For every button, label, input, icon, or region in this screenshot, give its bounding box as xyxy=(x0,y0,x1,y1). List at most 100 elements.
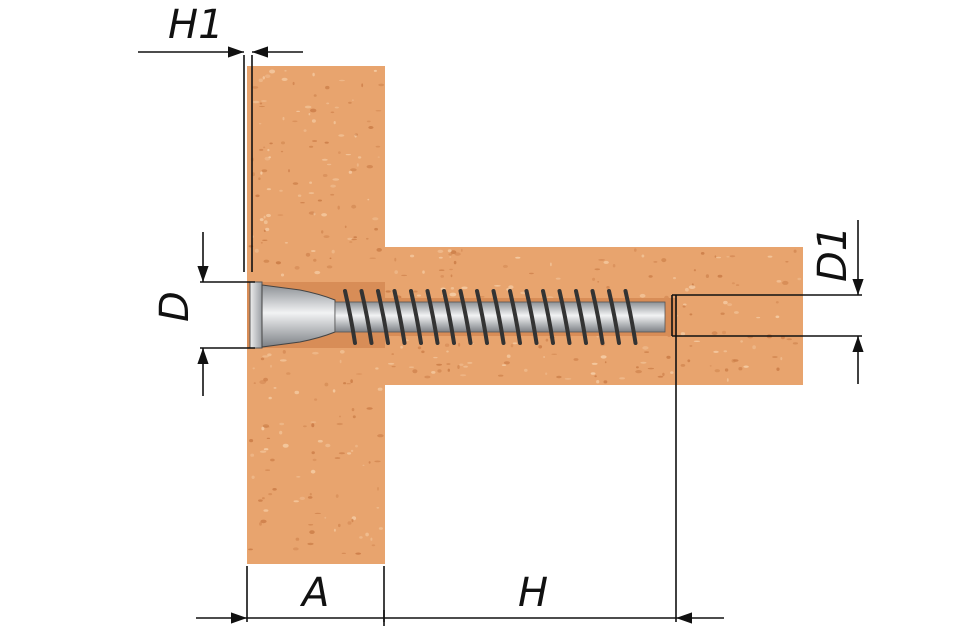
board-speck xyxy=(317,439,323,443)
thread-turn xyxy=(557,289,572,345)
board-speck xyxy=(272,488,277,491)
board-speck xyxy=(303,129,307,132)
board-speck xyxy=(258,499,263,502)
board-speck xyxy=(767,255,773,258)
board-speck xyxy=(297,194,302,197)
board-speck xyxy=(644,351,650,353)
dimension-d1: D1 xyxy=(672,220,864,384)
board-speck xyxy=(506,354,511,358)
board-speck xyxy=(292,120,298,123)
board-speck xyxy=(600,355,607,359)
board-speck xyxy=(458,342,461,347)
board-speck xyxy=(446,350,449,353)
board-speck xyxy=(351,518,354,523)
board-speck xyxy=(543,356,546,358)
board-speck xyxy=(324,382,329,387)
board-speck xyxy=(401,274,408,277)
board-speck xyxy=(378,83,385,87)
thread-turn xyxy=(491,289,506,345)
board-speck xyxy=(361,83,364,88)
board-speck xyxy=(288,169,290,173)
board-speck xyxy=(269,69,276,74)
board-speck xyxy=(603,380,608,384)
board-speck xyxy=(723,350,728,353)
board-speck xyxy=(693,340,701,342)
thread-turn xyxy=(524,289,539,345)
board-speck xyxy=(357,156,362,159)
board-speck xyxy=(350,379,353,384)
board-speck xyxy=(448,253,453,256)
label-h1: H1 xyxy=(168,2,224,48)
board-speck xyxy=(775,301,779,304)
board-speck xyxy=(338,523,341,528)
board-speck xyxy=(326,102,330,105)
board-speck xyxy=(261,426,265,431)
board-speck xyxy=(296,110,300,112)
board-speck xyxy=(333,121,336,125)
board-speck xyxy=(307,542,314,546)
board-speck xyxy=(797,277,802,281)
board-speck xyxy=(337,205,340,210)
board-speck xyxy=(282,116,285,121)
board-speck xyxy=(661,258,667,263)
board-speck xyxy=(355,552,362,555)
board-speck xyxy=(524,368,528,372)
board-speck xyxy=(279,422,285,426)
board-speck xyxy=(336,422,343,426)
board-speck xyxy=(355,373,363,375)
board-speck xyxy=(716,256,722,259)
board-speck xyxy=(551,353,558,355)
thread-turn xyxy=(376,289,390,345)
board-speck xyxy=(440,275,445,278)
board-speck xyxy=(259,522,262,526)
board-speck xyxy=(596,380,600,384)
board-speck xyxy=(666,355,671,359)
board-speck xyxy=(348,101,352,104)
thread-turn xyxy=(607,289,621,345)
board-speck xyxy=(292,81,295,86)
board-speck xyxy=(296,476,301,478)
board-speck xyxy=(447,368,450,372)
board-speck xyxy=(343,382,347,385)
screw-head xyxy=(249,281,263,349)
board-speck xyxy=(592,277,596,281)
board-speck xyxy=(634,248,637,252)
board-speck xyxy=(347,521,352,525)
dimension-h1: H1 xyxy=(138,2,303,58)
board-speck xyxy=(251,86,259,89)
board-speck xyxy=(324,141,329,144)
label-a: A xyxy=(299,570,329,616)
board-speck xyxy=(259,102,263,105)
board-speck xyxy=(332,178,340,181)
board-speck xyxy=(275,261,281,265)
board-speck xyxy=(606,286,610,289)
board-speck xyxy=(693,269,697,272)
board-speck xyxy=(354,133,358,136)
board-speck xyxy=(263,448,269,451)
board-speck xyxy=(317,199,322,202)
board-speck xyxy=(780,357,783,361)
board-speck xyxy=(503,361,510,365)
board-speck xyxy=(457,365,460,369)
board-speck xyxy=(329,257,332,260)
board-speck xyxy=(720,312,725,315)
confirmat-screw xyxy=(249,281,666,349)
board-speck xyxy=(782,280,789,285)
board-speck xyxy=(322,174,328,177)
board-speck xyxy=(350,449,354,452)
thread-turn xyxy=(508,289,522,345)
board-speck xyxy=(673,277,676,280)
board-speck xyxy=(265,469,271,471)
board-speck xyxy=(270,364,272,368)
board-speck xyxy=(268,493,273,496)
board-speck xyxy=(312,140,318,142)
board-speck xyxy=(619,377,626,380)
board-speck xyxy=(461,248,463,252)
board-speck xyxy=(279,359,287,362)
board-speck xyxy=(333,528,336,532)
board-speck xyxy=(573,358,579,361)
board-speck xyxy=(437,369,442,373)
board-speck xyxy=(689,345,693,347)
board-speck xyxy=(352,99,354,102)
board-speck xyxy=(252,100,260,104)
